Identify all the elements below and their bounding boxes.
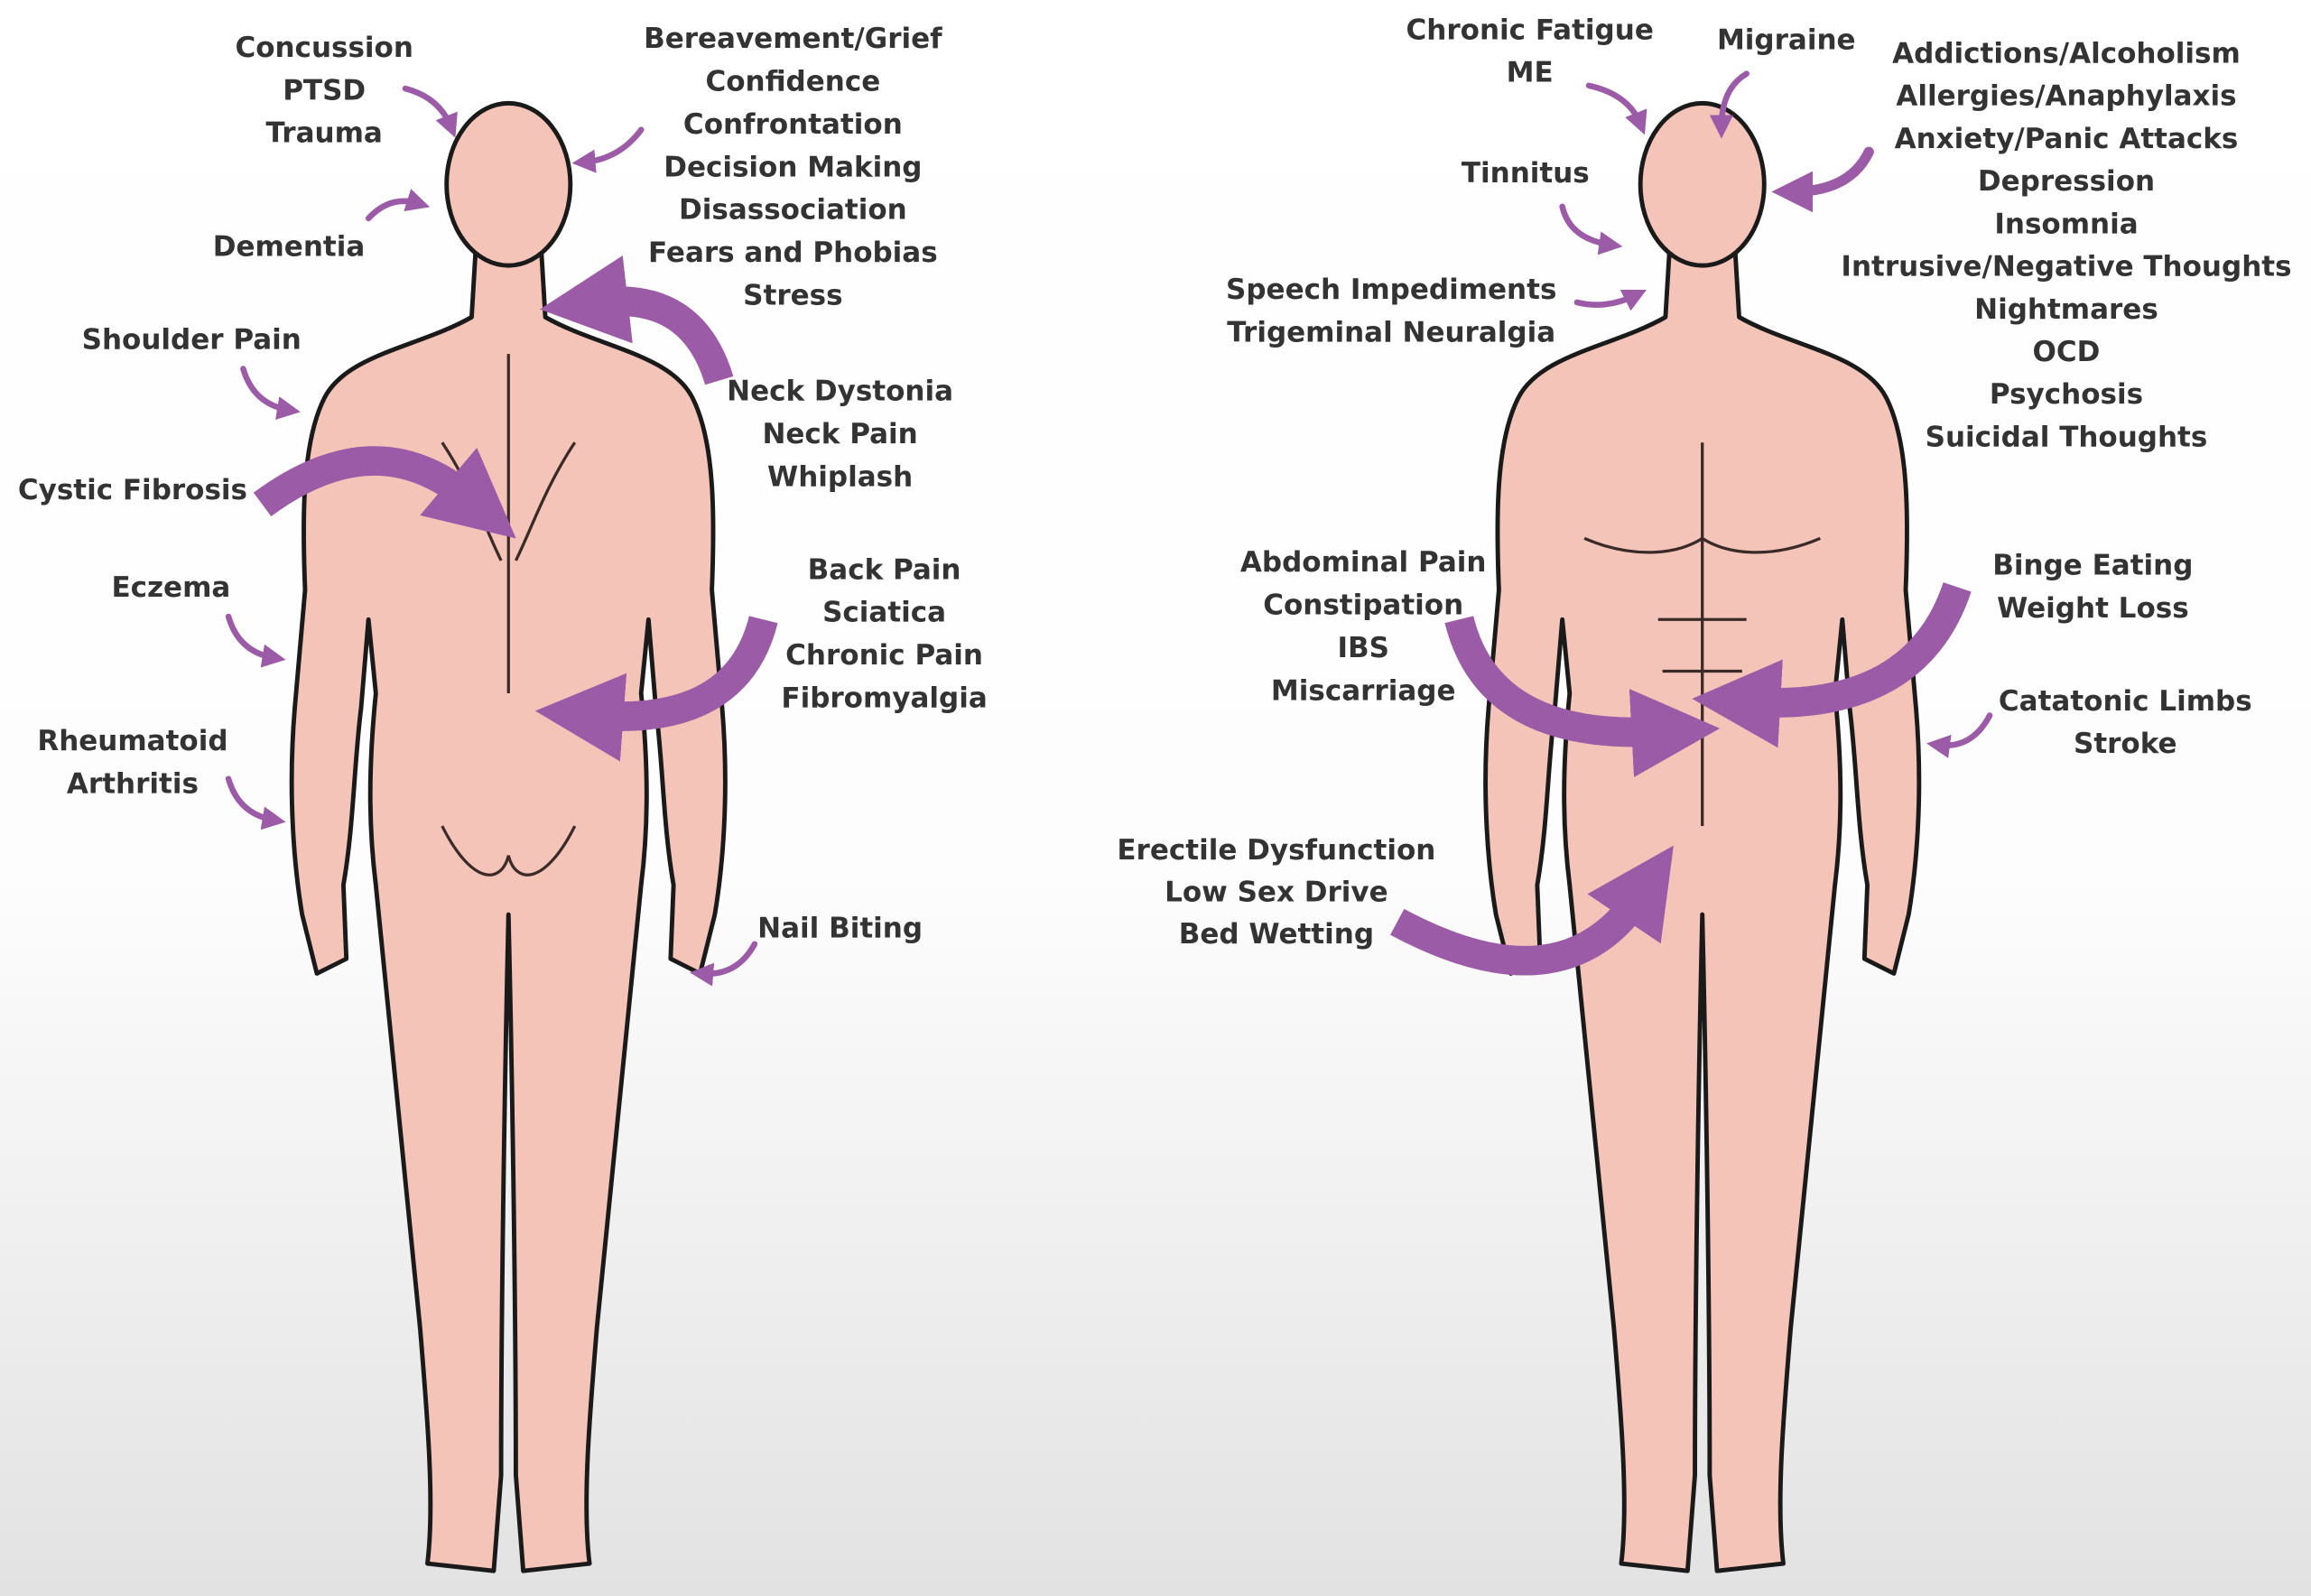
arrow-catatonic bbox=[1926, 712, 1993, 758]
arrow-mind bbox=[571, 126, 645, 173]
condition-label: Intrusive/Negative Thoughts bbox=[1841, 251, 2291, 283]
arrow-mental bbox=[1771, 146, 1874, 213]
condition-label: Dementia bbox=[213, 231, 366, 264]
condition-label: Concussion bbox=[235, 32, 413, 64]
condition-label: Insomnia bbox=[1994, 208, 2138, 240]
condition-label: Nail Biting bbox=[757, 912, 923, 944]
condition-label: Stress bbox=[743, 279, 842, 311]
condition-label: Trauma bbox=[266, 117, 383, 150]
condition-label: Binge Eating bbox=[1992, 549, 2193, 581]
arrow-nail bbox=[690, 941, 758, 987]
condition-label: Weight Loss bbox=[1997, 592, 2189, 625]
arrow-migraine bbox=[1709, 70, 1749, 139]
label-group-mental: Addictions/AlcoholismAllergies/Anaphylax… bbox=[1841, 37, 2291, 453]
arrow-back bbox=[534, 615, 778, 762]
condition-label: Erectile Dysfunction bbox=[1117, 834, 1435, 867]
condition-label: Constipation bbox=[1263, 589, 1463, 622]
condition-label: Miscarriage bbox=[1271, 674, 1456, 707]
front-figure bbox=[1486, 103, 1919, 1571]
condition-label: Anxiety/Panic Attacks bbox=[1895, 123, 2239, 155]
condition-label: Confrontation bbox=[683, 108, 903, 141]
label-group-cystic: Cystic Fibrosis bbox=[18, 474, 247, 506]
condition-label: Psychosis bbox=[1990, 378, 2143, 411]
condition-label: Arthritis bbox=[67, 767, 199, 800]
label-group-tinnitus: Tinnitus bbox=[1462, 157, 1590, 190]
arrows bbox=[225, 70, 1993, 987]
arrow-neck bbox=[539, 255, 734, 385]
condition-label: Fears and Phobias bbox=[648, 237, 938, 269]
condition-label: Tinnitus bbox=[1462, 157, 1590, 190]
arrow-cystic bbox=[253, 446, 516, 539]
condition-label: Addictions/Alcoholism bbox=[1892, 37, 2241, 70]
condition-label: Stroke bbox=[2074, 728, 2177, 760]
arrow-rheumatoid bbox=[225, 775, 286, 830]
arrow-dementia bbox=[365, 189, 431, 222]
condition-label: Catatonic Limbs bbox=[1999, 685, 2252, 718]
condition-label: Depression bbox=[1978, 165, 2155, 198]
arrow-head-trauma bbox=[402, 85, 458, 138]
condition-label: Cystic Fibrosis bbox=[18, 474, 247, 506]
condition-label: Nightmares bbox=[1974, 293, 2158, 326]
condition-label: Eczema bbox=[111, 571, 230, 604]
arrow-abdominal bbox=[1444, 616, 1721, 777]
condition-label: Migraine bbox=[1717, 24, 1856, 57]
condition-label: ME bbox=[1507, 57, 1554, 89]
condition-label: Neck Dystonia bbox=[727, 376, 953, 408]
label-group-shoulder: Shoulder Pain bbox=[82, 323, 302, 356]
arrow-shoulder bbox=[240, 366, 301, 420]
arrow-sexual bbox=[1390, 845, 1674, 976]
arrow-eczema bbox=[225, 613, 286, 668]
condition-label: Whiplash bbox=[767, 460, 913, 493]
arrow-binge bbox=[1692, 581, 1972, 748]
condition-label: Allergies/Anaphylaxis bbox=[1896, 80, 2236, 113]
condition-label: Confidence bbox=[705, 65, 880, 97]
label-group-nail: Nail Biting bbox=[757, 912, 923, 944]
condition-label: IBS bbox=[1337, 632, 1389, 664]
condition-label: Abdominal Pain bbox=[1240, 546, 1487, 579]
condition-label: Low Sex Drive bbox=[1165, 876, 1388, 908]
condition-label: Fibromyalgia bbox=[781, 682, 987, 715]
condition-label: Disassociation bbox=[679, 194, 907, 227]
condition-label: OCD bbox=[2033, 336, 2101, 368]
label-group-mind: Bereavement/GriefConfidenceConfrontation… bbox=[644, 23, 942, 311]
condition-label: Neck Pain bbox=[762, 418, 917, 450]
condition-label: Suicidal Thoughts bbox=[1926, 421, 2208, 453]
condition-label: PTSD bbox=[283, 74, 366, 107]
condition-label: Back Pain bbox=[808, 553, 961, 586]
arrow-speech bbox=[1573, 289, 1647, 311]
label-group-eczema: Eczema bbox=[111, 571, 230, 604]
condition-label: Rheumatoid bbox=[37, 725, 227, 757]
condition-label: Bereavement/Grief bbox=[644, 23, 942, 55]
arrow-fatigue bbox=[1585, 82, 1647, 135]
condition-label: Shoulder Pain bbox=[82, 323, 302, 356]
condition-label: Bed Wetting bbox=[1179, 918, 1374, 951]
label-group-dementia: Dementia bbox=[213, 231, 366, 264]
condition-label: Decision Making bbox=[664, 151, 922, 183]
condition-label: Sciatica bbox=[822, 597, 946, 629]
label-group-migraine: Migraine bbox=[1717, 24, 1856, 57]
condition-label: Chronic Fatigue bbox=[1406, 14, 1654, 46]
condition-label: Chronic Pain bbox=[785, 639, 983, 672]
arrow-tinnitus bbox=[1559, 203, 1623, 255]
condition-label: Trigeminal Neuralgia bbox=[1227, 316, 1555, 348]
condition-label: Speech Impediments bbox=[1226, 274, 1556, 306]
